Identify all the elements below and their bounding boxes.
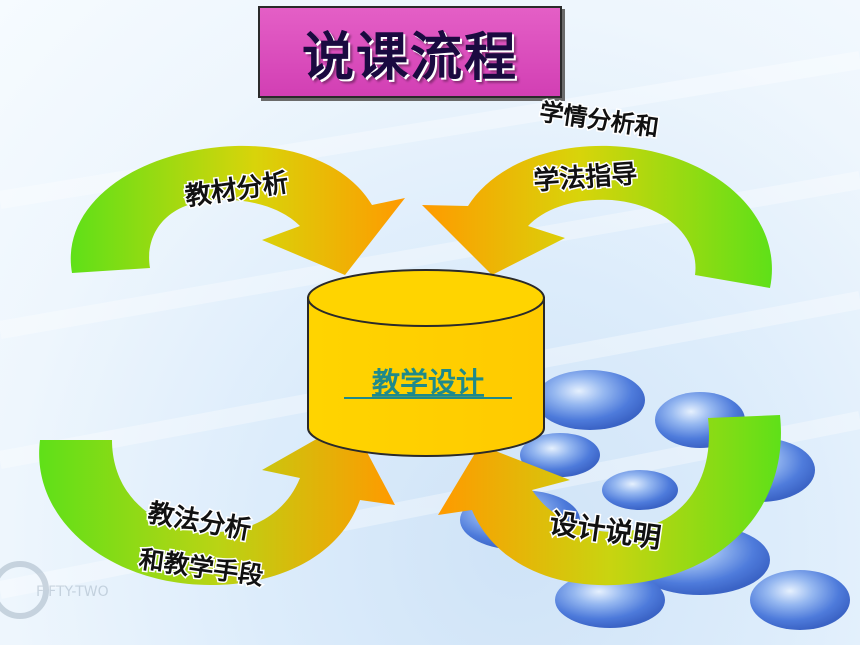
arrow-bottom-right	[438, 415, 781, 586]
arrow-bottom-left	[39, 420, 395, 585]
arrow-top-right	[422, 145, 772, 288]
title-box: 说课流程	[258, 6, 562, 98]
arrow-top-left	[70, 145, 406, 275]
label-top-right-line1: 学情分析和	[538, 98, 661, 142]
cylinder	[307, 269, 545, 457]
page-title: 说课流程	[301, 27, 518, 88]
center-label[interactable]: 教学设计	[372, 366, 484, 399]
